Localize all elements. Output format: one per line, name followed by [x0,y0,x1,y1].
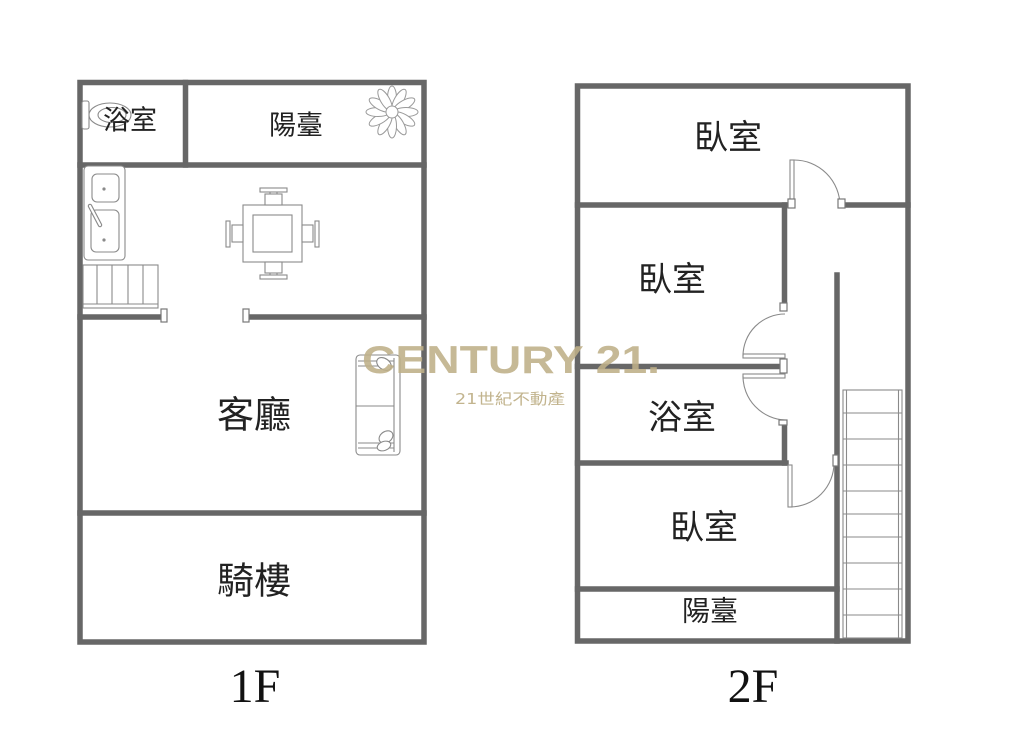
floor-1f-walls [77,79,427,645]
floor-2f-plan: 臥室 臥室 浴室 臥室 陽臺 2F [574,83,911,713]
chair-icon [301,224,314,243]
chair-icon [264,261,283,274]
floor-label-2f: 2F [728,660,779,713]
brand-watermark: CENTURY 21. 21世紀不動產 [362,339,660,408]
floor-2f-walls [574,83,911,644]
room-label-bathroom: 浴室 [103,106,157,137]
staircase-icon [82,264,159,309]
floor-label-1f: 1F [230,660,281,713]
chair-icon [264,193,283,206]
kitchen-sink-icon [83,165,126,261]
room-label-bathroom: 浴室 [648,398,716,438]
watermark-subtitle: 21世紀不動產 [455,390,565,408]
room-label-balcony: 陽臺 [682,595,738,628]
flower-plant-icon [365,85,419,139]
room-label-bedroom-bottom: 臥室 [670,508,738,548]
wall-post [242,308,250,323]
dining-table-icon [225,187,320,280]
chair-icon [231,224,244,243]
door-swing-icon [742,373,788,426]
toilet-icon [81,100,132,130]
room-label-bedroom-top: 臥室 [694,118,762,158]
wall-post [160,308,168,323]
watermark-brand: CENTURY 21. [362,339,660,382]
sofa-icon [355,354,401,456]
outer-wall [574,83,911,644]
door-swing-icon [787,454,839,508]
floor-1f-plan: 浴室 陽臺 客廳 騎樓 1F [77,79,427,713]
door-swing-icon [787,159,846,209]
staircase-icon [842,389,903,639]
door-swing-icon [742,302,788,374]
outer-wall [77,79,427,645]
room-label-bedroom-middle: 臥室 [638,260,706,300]
room-label-living-room: 客廳 [217,394,291,437]
room-label-balcony: 陽臺 [269,111,323,142]
room-label-arcade: 騎樓 [217,560,291,603]
